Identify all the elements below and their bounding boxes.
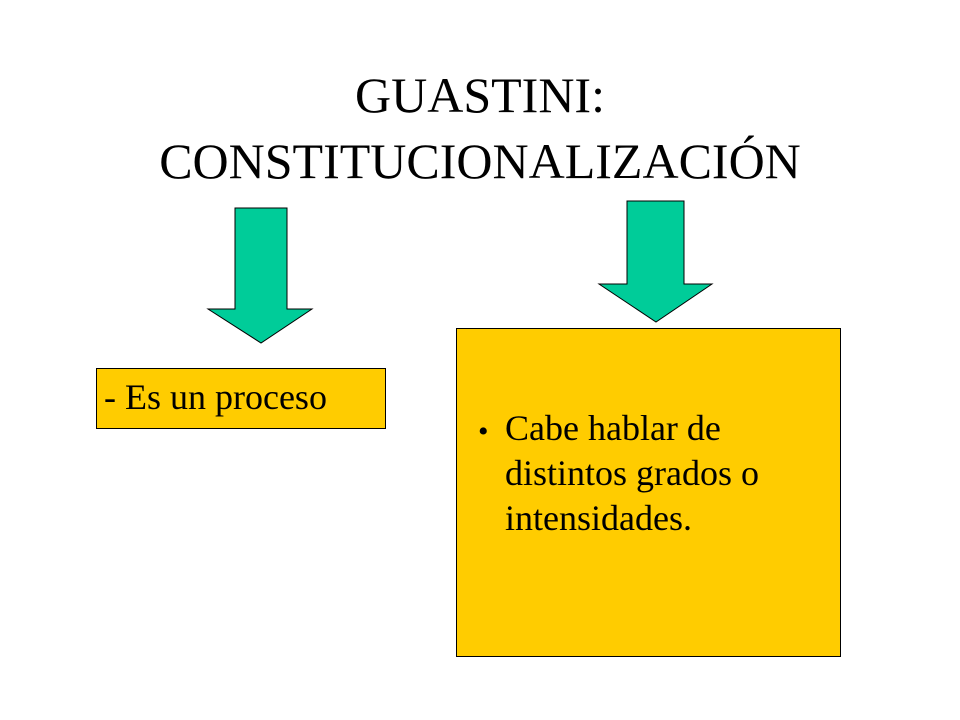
bullet-text: Cabe hablar de distintos grados o intens… <box>505 408 760 538</box>
bullet-marker: • <box>478 415 489 448</box>
slide-title-line-2: CONSTITUCIONALIZACIÓN <box>159 133 801 189</box>
degrees-box: • Cabe hablar de distintos grados o inte… <box>456 328 841 657</box>
left-down-arrow <box>206 207 314 344</box>
process-box: - Es un proceso <box>96 368 386 429</box>
process-box-text: - Es un proceso <box>104 377 327 417</box>
slide-title-line-1: GUASTINI: <box>355 67 605 123</box>
right-down-arrow <box>597 200 714 323</box>
